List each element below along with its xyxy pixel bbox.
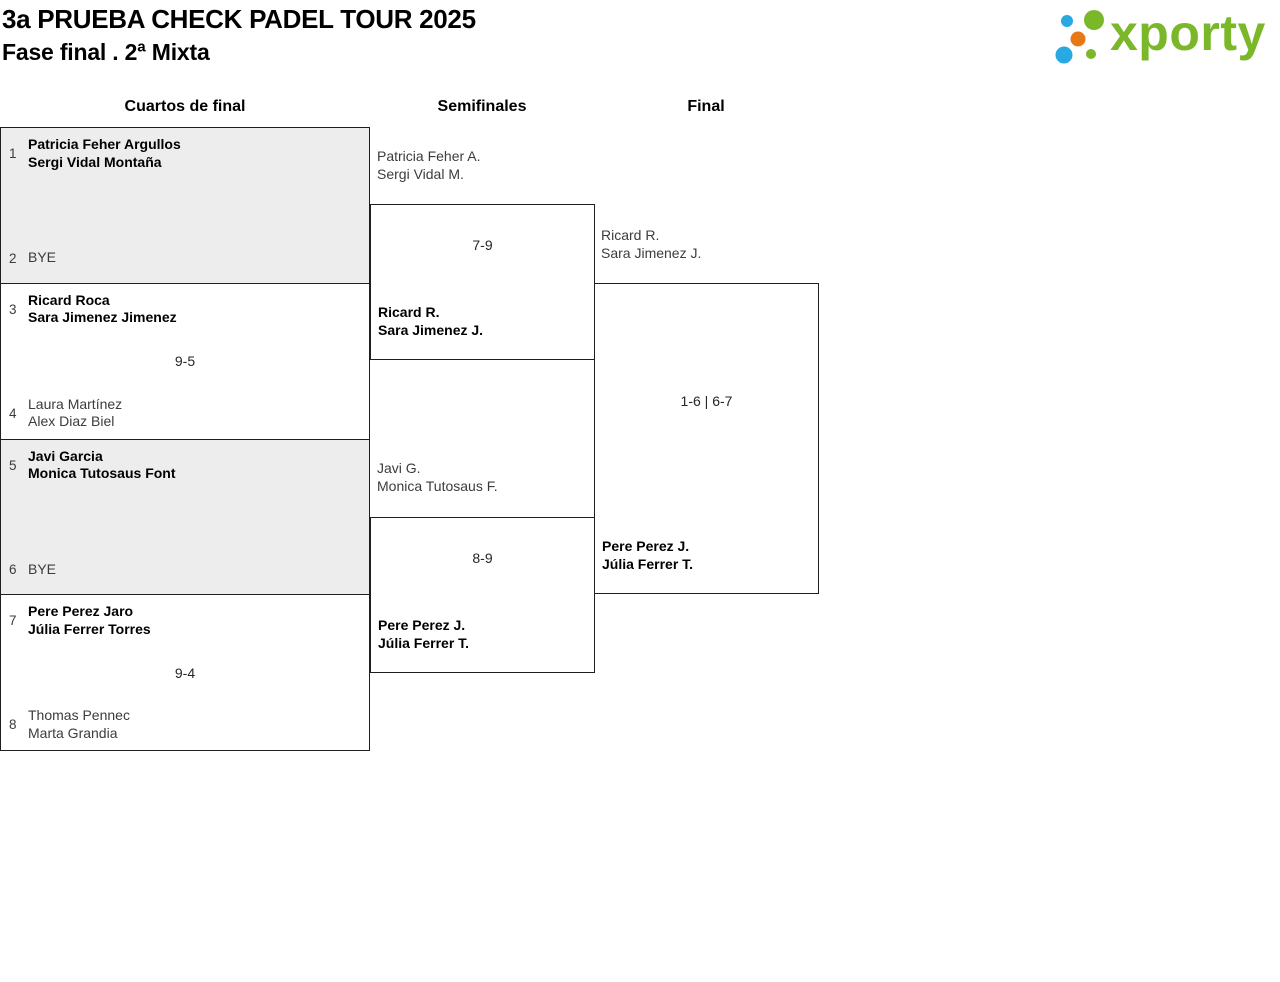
team-slot-seed-1: 1 Patricia Feher Argullos Sergi Vidal Mo…: [9, 136, 181, 171]
team-slot-seed-8: 8 Thomas Pennec Marta Grandia: [9, 707, 130, 742]
qf-match-1: 1 Patricia Feher Argullos Sergi Vidal Mo…: [1, 128, 369, 284]
seed-number: 2: [9, 250, 17, 266]
qf-match-3: 5 Javi Garcia Monica Tutosaus Font 6 BYE: [1, 439, 369, 596]
team-names: Ricard Roca Sara Jimenez Jimenez: [28, 292, 177, 327]
match-score: 9-4: [174, 664, 196, 681]
match-score: 1-6 | 6-7: [680, 393, 733, 409]
team-name-line: Javi Garcia: [28, 447, 103, 464]
sf1-bottom-team-label: Ricard R. Sara Jimenez J.: [378, 304, 483, 339]
seed-number: 8: [9, 717, 17, 732]
match-score: 9-5: [174, 353, 196, 370]
team-slot-seed-4: 4 Laura Martínez Alex Diaz Biel: [9, 396, 122, 431]
team-names: Thomas Pennec Marta Grandia: [28, 707, 130, 742]
xporty-wordmark: xporty: [1110, 5, 1266, 61]
team-name-line: Monica Tutosaus Font: [28, 465, 176, 481]
column-header-quarterfinals: Cuartos de final: [124, 98, 246, 115]
match-score: 7-9: [472, 237, 493, 253]
logo-dot-blue-small: [1061, 15, 1073, 27]
bye-label: BYE: [28, 560, 57, 577]
team-name-line: Ricard R.: [601, 227, 660, 243]
team-name-line: Sergi Vidal Montaña: [28, 153, 162, 170]
column-header-final: Final: [687, 98, 725, 115]
team-name-line: Monica Tutosaus F.: [377, 477, 498, 494]
final-winner-team-label: Pere Perez J. Júlia Ferrer T.: [602, 538, 693, 573]
team-names: Javi Garcia Monica Tutosaus Font: [28, 448, 176, 483]
qf-match-4: 7 Pere Perez Jaro Júlia Ferrer Torres 9-…: [1, 595, 369, 750]
sf-match-1-box: 7-9 Ricard R. Sara Jimenez J.: [370, 204, 595, 360]
team-name-line: Javi G.: [377, 460, 421, 476]
header: 3a PRUEBA CHECK PADEL TOUR 2025 Fase fin…: [2, 3, 476, 68]
sf2-bottom-team-label: Pere Perez J. Júlia Ferrer T.: [378, 617, 469, 652]
team-name-line: Patricia Feher A.: [377, 148, 481, 164]
seed-number: 7: [9, 613, 17, 629]
team-name-line: Laura Martínez: [28, 395, 123, 412]
team-name-line: Pere Perez Jaro: [28, 603, 134, 620]
team-slot-seed-6: 6 BYE: [9, 561, 56, 579]
sf-match-2-box: 8-9 Pere Perez J. Júlia Ferrer T.: [370, 517, 595, 673]
team-names: Laura Martínez Alex Diaz Biel: [28, 396, 122, 431]
team-name-line: Ricard Roca: [28, 291, 110, 308]
page-subtitle: Fase final . 2ª Mixta: [2, 39, 210, 65]
team-name-line: Sergi Vidal M.: [377, 165, 464, 182]
team-names: Pere Perez Jaro Júlia Ferrer Torres: [28, 603, 151, 638]
team-name-line: Alex Diaz Biel: [28, 413, 115, 429]
team-slot-seed-3: 3 Ricard Roca Sara Jimenez Jimenez: [9, 292, 177, 327]
team-name-line: Thomas Pennec: [28, 707, 130, 723]
team-names: BYE: [28, 561, 56, 579]
bye-label: BYE: [28, 249, 57, 266]
final-match-box: 1-6 | 6-7 Pere Perez J. Júlia Ferrer T.: [594, 283, 819, 594]
xporty-logo[interactable]: xporty: [1043, 0, 1280, 75]
final-top-team-label: Ricard R. Sara Jimenez J.: [601, 227, 701, 262]
team-names: BYE: [28, 249, 56, 267]
team-name-line: Pere Perez J.: [602, 538, 690, 554]
qf-match-2: 3 Ricard Roca Sara Jimenez Jimenez 9-5 4…: [1, 283, 369, 440]
team-name-line: Marta Grandia: [28, 724, 118, 741]
seed-number: 1: [9, 146, 17, 161]
sf1-top-team-label: Patricia Feher A. Sergi Vidal M.: [377, 148, 481, 183]
team-name-line: Júlia Ferrer Torres: [28, 620, 151, 637]
team-name-line: Pere Perez J.: [378, 617, 466, 633]
team-name-line: Sara Jimenez Jimenez: [28, 309, 177, 326]
page-title: 3a PRUEBA CHECK PADEL TOUR 2025: [2, 4, 476, 34]
xporty-logo-icon: [1055, 10, 1104, 64]
logo-dot-orange: [1070, 31, 1086, 47]
logo-dot-green-small: [1086, 49, 1096, 59]
quarterfinals-column: 1 Patricia Feher Argullos Sergi Vidal Mo…: [0, 127, 370, 751]
match-score: 8-9: [472, 550, 493, 566]
team-slot-seed-7: 7 Pere Perez Jaro Júlia Ferrer Torres: [9, 603, 151, 638]
team-name-line: Júlia Ferrer T.: [602, 555, 694, 572]
logo-dot-blue-medium: [1055, 46, 1073, 64]
seed-number: 6: [9, 562, 17, 577]
team-slot-seed-2: 2 BYE: [9, 249, 56, 267]
seed-number: 4: [9, 405, 17, 421]
seed-number: 5: [9, 457, 17, 473]
team-name-line: Ricard R.: [378, 304, 440, 320]
team-name-line: Sara Jimenez J.: [378, 321, 484, 338]
team-name-line: Patricia Feher Argullos: [28, 136, 181, 152]
team-slot-seed-5: 5 Javi Garcia Monica Tutosaus Font: [9, 448, 176, 483]
logo-dot-green-large: [1084, 10, 1104, 30]
sf2-top-team-label: Javi G. Monica Tutosaus F.: [377, 460, 498, 495]
column-header-semifinals: Semifinales: [437, 98, 527, 115]
team-name-line: Júlia Ferrer T.: [378, 634, 470, 651]
team-name-line: Sara Jimenez J.: [601, 244, 702, 261]
seed-number: 3: [9, 301, 17, 317]
team-names: Patricia Feher Argullos Sergi Vidal Mont…: [28, 136, 181, 171]
